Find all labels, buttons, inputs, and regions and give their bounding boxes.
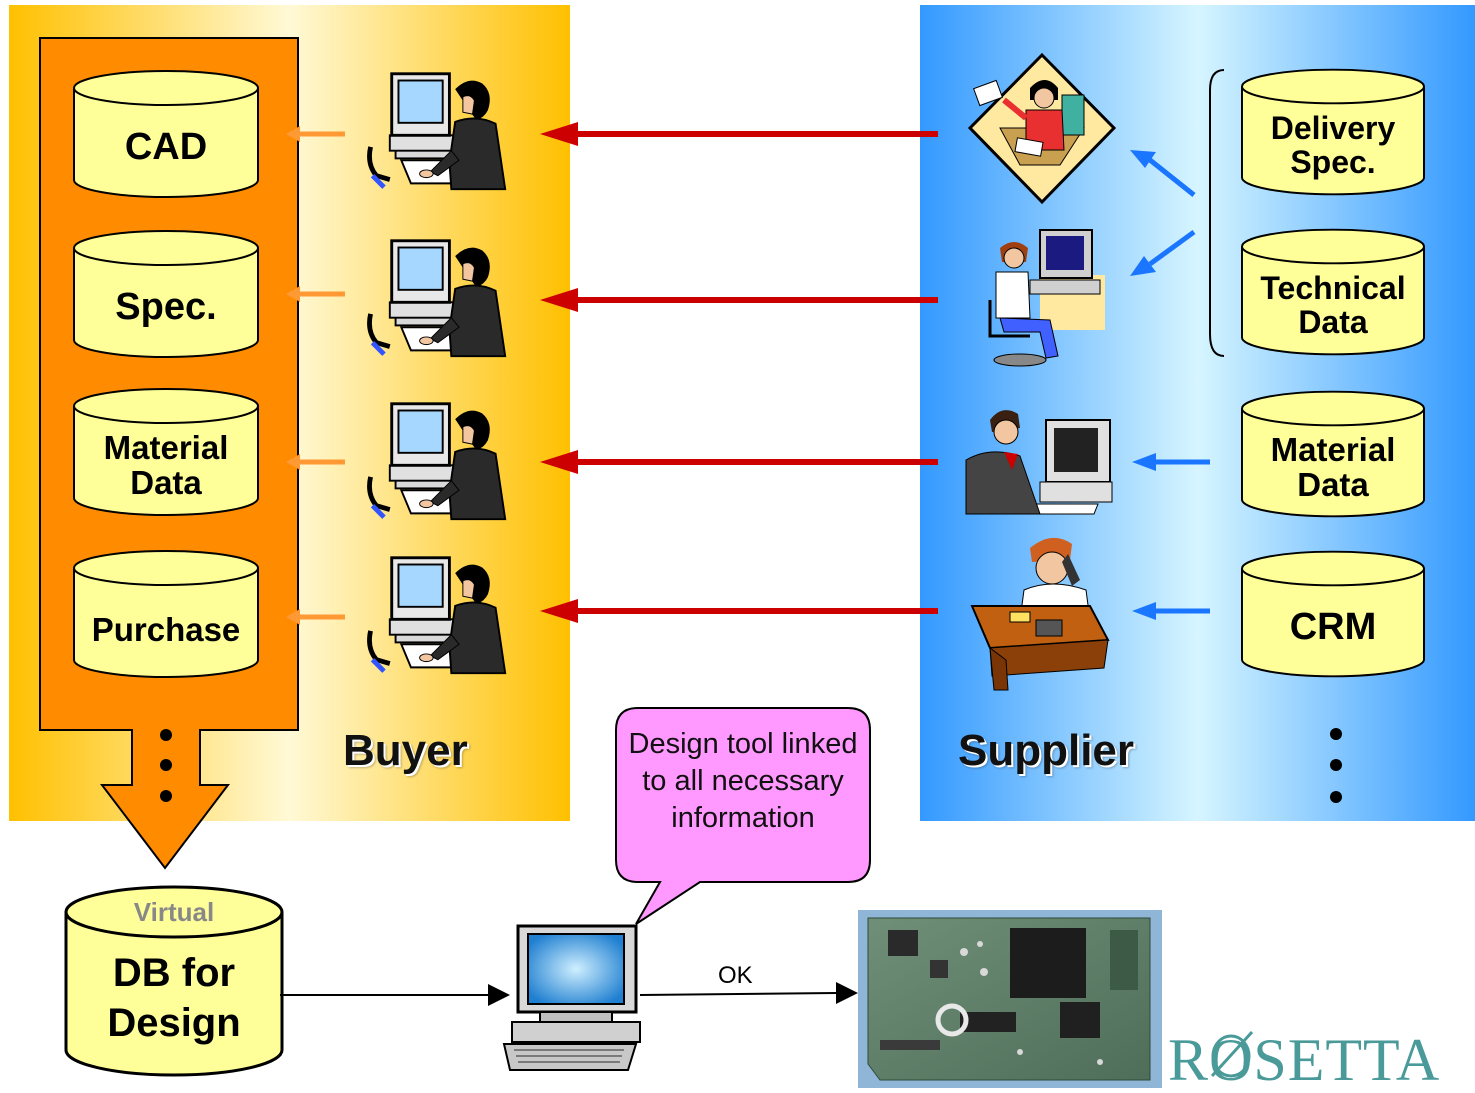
supplier-to-buyer-arrows [540, 122, 938, 623]
circuit-board-image [858, 910, 1162, 1088]
technician-icon [988, 229, 1105, 367]
receptionist-icon [967, 52, 1117, 205]
orange-arrow [286, 609, 300, 625]
design-tool-computer-icon [502, 924, 641, 1071]
db-label-cad: CAD [124, 126, 208, 169]
rosetta-logo-mark [1210, 1030, 1254, 1078]
arrow-head [488, 984, 510, 1006]
supplier-more-dot [1330, 759, 1342, 771]
blue-arrow [1148, 229, 1196, 267]
supplier-internal-arrows [1130, 150, 1210, 620]
db-label-delivery-spec: Delivery Spec. [1270, 110, 1396, 180]
db-label-purchase: Purchase [91, 610, 241, 648]
red-arrow-head [540, 288, 578, 312]
callout-bubble [615, 707, 871, 925]
orange-arrow [286, 126, 300, 142]
tool-to-board-arrow [639, 992, 837, 996]
buyer-link-arrows [286, 126, 345, 625]
orange-arrow [286, 286, 300, 302]
blue-arrow-head [1130, 256, 1156, 276]
blue-arrow-head [1130, 150, 1156, 168]
rosetta-logo-text: ROSETTA [1168, 1027, 1441, 1093]
supplier-more-dot [1330, 791, 1342, 803]
db-label-crm: CRM [1289, 606, 1377, 649]
red-arrow-head [540, 450, 578, 474]
blue-arrow [1148, 158, 1196, 197]
orange-arrow [286, 454, 300, 470]
supplier-title: Supplier [958, 726, 1135, 775]
db-label-spec: Spec. [115, 286, 217, 329]
red-arrow-head [540, 122, 578, 146]
supplier-bracket [1209, 69, 1225, 357]
supplier-more-dot [1330, 728, 1342, 740]
db-label-supplier-material-data: Material Data [1270, 431, 1396, 503]
callout-text: Design tool linked to all necessary info… [628, 728, 858, 834]
buyer-more-dot [160, 729, 172, 741]
red-arrow-head [540, 599, 578, 623]
virtual-db-top-label: Virtual [133, 897, 215, 928]
clerk-computer-icon [965, 410, 1113, 515]
arrow-head [836, 982, 858, 1004]
buyer-more-dot [160, 759, 172, 771]
virtual-db-label: DB for Design [107, 951, 241, 1045]
db-label-material-data: Material Data [103, 429, 229, 501]
ok-label: OK [718, 962, 753, 989]
buyer-title: Buyer [343, 726, 468, 775]
phone-agent-icon [970, 537, 1110, 691]
blue-arrow-head [1132, 602, 1156, 620]
db-label-technical-data: Technical Data [1260, 270, 1406, 340]
virtual-db-cylinder [64, 885, 284, 1077]
buyer-more-dot [160, 790, 172, 802]
blue-arrow-head [1132, 453, 1156, 471]
